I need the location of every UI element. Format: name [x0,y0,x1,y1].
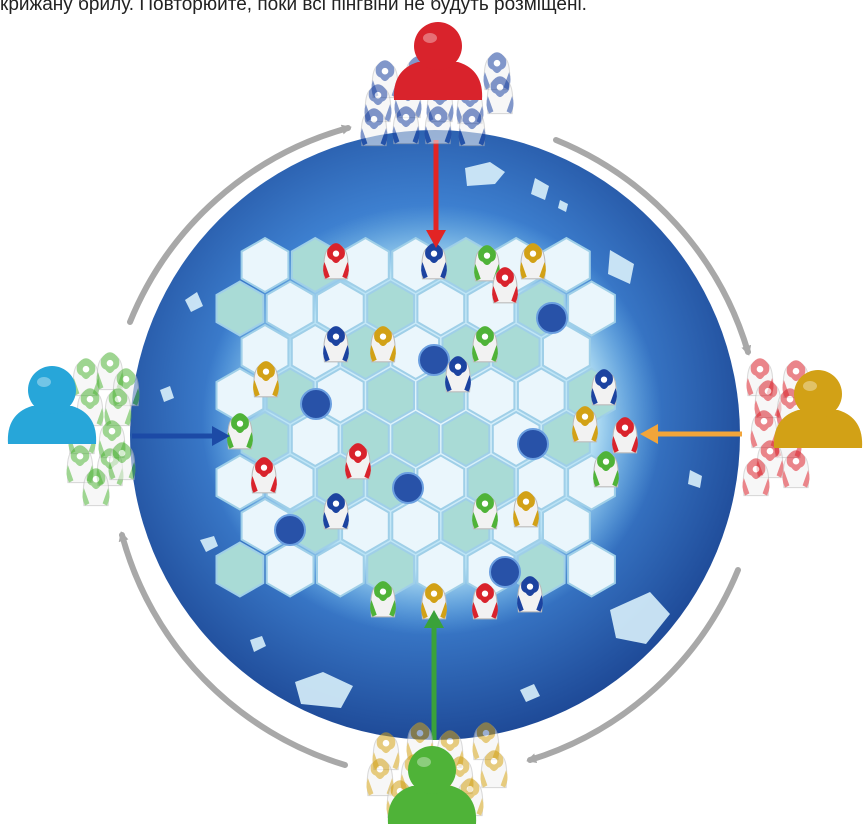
arc-bottom-left [118,531,348,768]
ice-tile [416,280,466,337]
penguin-#d2a116 [253,361,279,398]
player-pawns [7,22,863,824]
ice-tile [215,454,265,511]
penguin-#d2a116 [520,243,546,280]
penguin-#d2a116 [366,758,394,797]
ice-tile [366,280,415,337]
ice-tile [542,497,591,555]
ice-tile [567,541,616,598]
penguin-#4fb338 [593,451,619,488]
penguin-#d9232c [782,450,810,489]
ice-tile [316,541,365,598]
ice-tile [491,323,541,381]
penguin-#1c43a0 [486,76,514,115]
water-hole [392,472,424,504]
ice-tile [542,323,591,381]
penguin-#4fb338 [82,468,110,507]
water-hole [274,514,306,546]
penguin-#1c43a0 [517,576,543,613]
penguin-#1c43a0 [458,108,486,147]
ice-tile [366,367,415,424]
instruction-caption: крижану брилу. Повторюйте, поки всі пінг… [0,0,587,15]
turn-order-arrows [118,124,752,768]
ice-tile [567,280,616,337]
pawn-red [393,22,483,100]
penguin-#d2a116 [421,583,447,620]
arc-top-right [553,137,752,356]
penguin-#d2a116 [572,406,598,443]
ice-tile [391,410,441,468]
penguin-#1c43a0 [323,493,349,530]
penguin-#d2a116 [513,491,539,528]
arc-top-left [127,124,352,325]
penguin-#d2a116 [480,750,508,789]
ice-tile [240,236,290,294]
ice-tile [240,323,290,381]
penguin-#d9232c [345,443,371,480]
ice-tile [215,367,265,424]
water-hole [300,388,332,420]
penguin-#d9232c [251,457,277,494]
penguin-#4fb338 [370,581,396,618]
penguin-#1c43a0 [445,356,471,393]
penguin-#1c43a0 [424,106,452,145]
penguin-#d9232c [612,417,638,454]
ice-floes [160,162,702,708]
penguin-#4fb338 [472,326,498,363]
ice-tile [341,497,390,555]
penguin-#1c43a0 [323,326,349,363]
ice-tile [441,410,491,468]
water-hole [536,302,568,334]
penguin-#d9232c [750,410,778,449]
penguin-#1c43a0 [392,106,420,145]
ice-tile [466,367,516,424]
reserve-penguins [66,52,810,819]
pawn-cyan [7,366,97,444]
penguin-#4fb338 [474,245,500,282]
penguin-#1c43a0 [591,369,617,406]
penguin-#d9232c [323,243,349,280]
pawn-green [387,746,477,824]
penguin-#4fb338 [472,493,498,530]
penguin-#1c43a0 [360,108,388,147]
penguin-#d9232c [492,267,518,304]
penguin-#d9232c [472,583,498,620]
penguin-#d9232c [742,458,770,497]
ice-tile [516,367,566,424]
arc-bottom-right [526,567,741,764]
penguin-#4fb338 [108,442,136,481]
ice-tile [215,541,265,598]
ice-tile [240,410,290,468]
water-hole [517,428,549,460]
pawn-yellow [773,370,863,448]
placement-arrows [132,140,742,740]
penguin-#d2a116 [370,326,396,363]
water-hole [418,344,450,376]
ice-tile [416,541,466,598]
ice-tile [265,280,315,337]
penguin-#1c43a0 [421,243,447,280]
water-hole [489,556,521,588]
penguin-#4fb338 [227,413,253,450]
ice-tile [215,280,265,337]
board-penguins [227,243,638,620]
ice-tile [265,454,315,511]
ice-tile [316,280,365,337]
